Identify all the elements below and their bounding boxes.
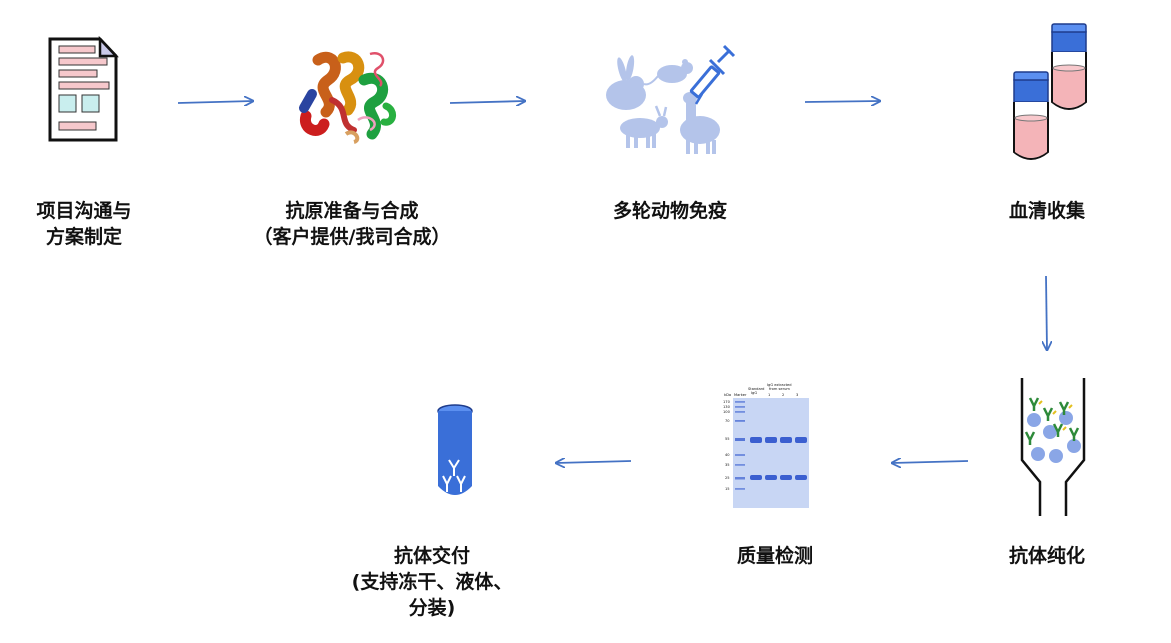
gel-from-serum-label: from serum <box>769 387 790 391</box>
gel-marker-label: Marker <box>734 393 747 397</box>
animal-immunization-icon <box>600 40 742 156</box>
gel-kda-label: kDa <box>724 393 731 397</box>
arrow-2-to-3 <box>449 101 525 103</box>
purification-column-icon <box>1018 378 1088 518</box>
step-label-quality-control: 质量检测 <box>736 545 813 567</box>
arrow-3-to-4 <box>804 101 880 102</box>
gel-igg-label: IgG <box>751 391 757 395</box>
gel-ladder-label: 70 <box>725 419 730 423</box>
arrow-4-to-5 <box>1046 275 1047 350</box>
gel-lane-3-label: 3 <box>796 393 798 397</box>
step-label-project-planning: 项目沟通与 方案制定 <box>36 200 132 248</box>
antibody-tube-icon <box>435 404 475 504</box>
serum-tubes-icon <box>1010 20 1092 166</box>
gel-ladder-label: 35 <box>725 463 730 467</box>
gel-ladder-label: 100 <box>723 410 731 414</box>
step-label-antigen-preparation: 抗原准备与合成 （客户提供/我司合成） <box>253 200 451 248</box>
gel-ladder-label: 55 <box>725 437 730 441</box>
gel-ladder-label: 15 <box>725 487 730 491</box>
protein-structure-icon <box>298 50 404 146</box>
document-icon <box>47 35 119 144</box>
gel-lane-1-label: 1 <box>768 393 770 397</box>
gel-standard-label: Standard <box>748 387 764 391</box>
arrow-1-to-2 <box>177 101 253 103</box>
gel-extracted-label: IgG extracted <box>767 383 792 387</box>
gel-ladder-label: 40 <box>725 453 730 457</box>
arrow-6-to-7 <box>556 461 632 463</box>
step-label-animal-immunization: 多轮动物免疫 <box>612 200 727 222</box>
step-label-antibody-delivery: 抗体交付 (支持冻干、液体、 分装) <box>351 545 513 619</box>
gel-ladder-label: 130 <box>723 405 731 409</box>
step-label-antibody-purification: 抗体纯化 <box>1008 545 1085 567</box>
gel-lane-2-label: 2 <box>782 393 784 397</box>
arrow-5-to-6 <box>892 461 969 463</box>
step-label-serum-collection: 血清收集 <box>1008 200 1085 222</box>
gel-ladder-label: 170 <box>723 400 731 404</box>
gel-ladder-label: 25 <box>725 476 730 480</box>
sds-page-gel-image: kDa Marker Standard IgG IgG extracted fr… <box>720 382 810 508</box>
